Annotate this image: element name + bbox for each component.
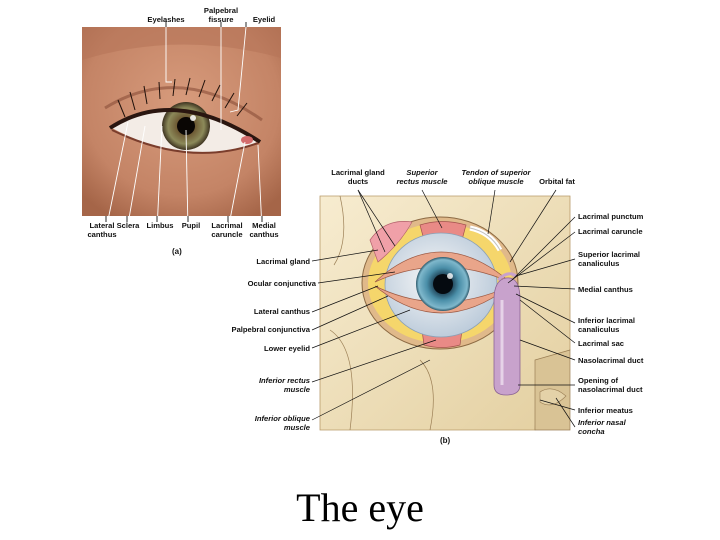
pupil xyxy=(433,274,453,294)
label-pupil: Pupil xyxy=(181,221,201,230)
label-nasolacrimal-duct: Nasolacrimal duct xyxy=(578,356,644,365)
label-limbus: Limbus xyxy=(146,221,174,230)
label-palpebral-conjunctiva: Palpebral conjunctiva xyxy=(231,325,311,334)
nasolacrimal-duct xyxy=(493,277,521,396)
label-inferior-rectus-muscle: Inferior rectus muscle xyxy=(258,376,310,394)
photo-pupil xyxy=(177,117,195,135)
label-superior-rectus-muscle: Superior rectus muscle xyxy=(396,168,448,186)
panel-b-leaders xyxy=(311,189,576,428)
label-lacrimal-gland: Lacrimal gland xyxy=(256,257,310,266)
panel-a-label: (a) xyxy=(172,247,182,256)
label-medial-canthus-a: Medial canthus xyxy=(249,221,279,239)
label-superior-lacrimal-canaliculus: Superior lacrimal canaliculus xyxy=(578,250,641,268)
label-tendon-superior-oblique: Tendon of superior oblique muscle xyxy=(461,168,531,186)
panel-a-photo xyxy=(82,27,281,216)
label-opening-nasolacrimal-duct: Opening of nasolacrimal duct xyxy=(578,376,643,394)
label-lateral-canthus-b: Lateral canthus xyxy=(253,307,310,316)
label-lower-eyelid: Lower eyelid xyxy=(263,344,310,353)
label-eyelashes: Eyelashes xyxy=(147,15,185,24)
label-lacrimal-caruncle-a: Lacrimal caruncle xyxy=(211,221,243,239)
slide-title: The eye xyxy=(296,485,424,530)
label-lacrimal-sac: Lacrimal sac xyxy=(578,339,625,348)
label-palpebral-fissure: Palpebral fissure xyxy=(203,6,239,24)
label-inferior-meatus: Inferior meatus xyxy=(578,406,633,415)
label-inferior-lacrimal-canaliculus: Inferior lacrimal canaliculus xyxy=(578,316,635,334)
label-lacrimal-caruncle-b: Lacrimal caruncle xyxy=(578,227,643,236)
label-lacrimal-gland-ducts: Lacrimal gland ducts xyxy=(331,168,385,186)
label-orbital-fat: Orbital fat xyxy=(539,177,575,186)
lacrimal-gland xyxy=(369,221,413,263)
label-lacrimal-punctum: Lacrimal punctum xyxy=(578,212,644,221)
inferior-nasal-concha xyxy=(539,388,567,406)
label-medial-canthus-b: Medial canthus xyxy=(578,285,633,294)
label-ocular-conjunctiva: Ocular conjunctiva xyxy=(247,279,316,288)
label-eyelid: Eyelid xyxy=(252,15,276,24)
panel-b-label: (b) xyxy=(440,436,451,445)
label-sclera: Sclera xyxy=(116,221,140,230)
panel-a-leaders xyxy=(105,26,263,231)
label-inferior-oblique-muscle: Inferior oblique muscle xyxy=(254,414,310,432)
label-lateral-canthus-a: Lateral canthus xyxy=(87,221,117,239)
panel-b-drawing xyxy=(319,195,571,431)
label-inferior-nasal-concha: Inferior nasal concha xyxy=(578,418,626,436)
